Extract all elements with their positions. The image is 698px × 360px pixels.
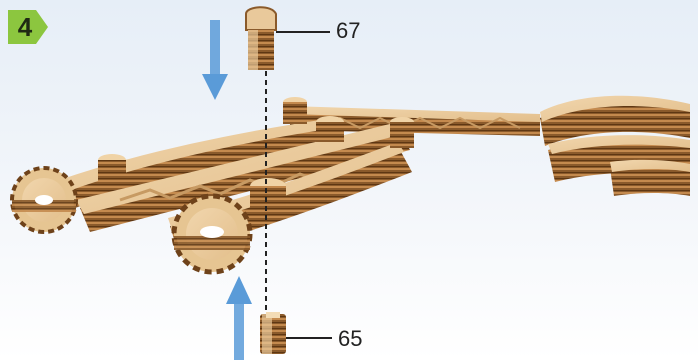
hand-assembly [540, 96, 690, 196]
part-67-peg [246, 7, 276, 70]
front-gear [174, 196, 250, 272]
step-number: 4 [12, 10, 38, 44]
part-65-peg [260, 312, 286, 354]
callout-label-67: 67 [336, 18, 360, 44]
up-arrow-icon [226, 276, 252, 360]
callout-label-65: 65 [338, 326, 362, 352]
down-arrow-icon [202, 20, 228, 100]
left-gear [12, 168, 76, 232]
